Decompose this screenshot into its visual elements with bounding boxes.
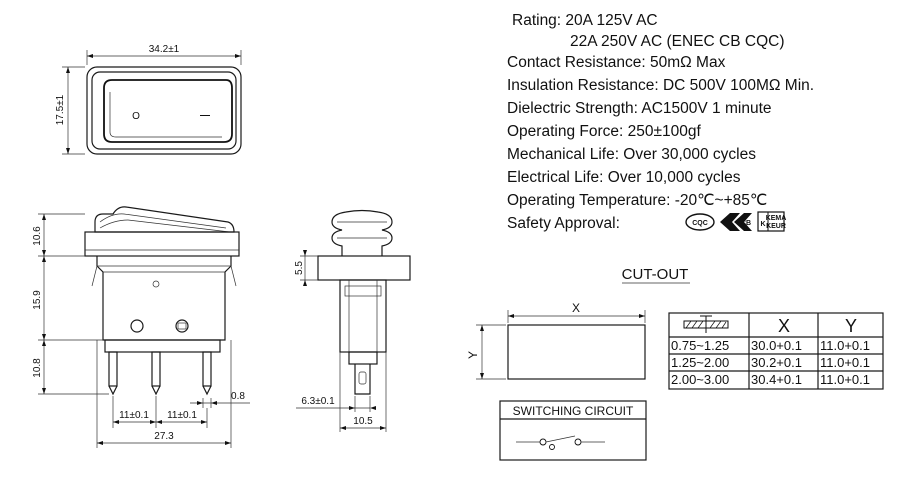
switching-circuit-title: SWITCHING CIRCUIT (513, 404, 634, 418)
svg-text:KEMA: KEMA (766, 215, 787, 222)
top-view-rocker-edge (109, 92, 222, 138)
cutout-table: X Y 0.75~1.25 30.0+0.1 11.0+0.1 1.25~2.0… (668, 312, 884, 390)
side-view-boot (94, 206, 235, 233)
top-view: O — 34.2±1 17.5±1 (55, 44, 242, 155)
cutout: CUT-OUT X Y X (466, 266, 884, 390)
svg-text:K: K (760, 221, 765, 228)
side-view-flange (84, 231, 240, 257)
rivet-left (130, 319, 144, 333)
dim-body-height: 15.9 (32, 290, 43, 310)
table-cell: 11.0+0.1 (820, 338, 870, 353)
end-view-flange (317, 255, 411, 281)
side-view: 10.6 15.9 10.8 0.8 11±0.1 11±0.1 27.3 (32, 206, 250, 448)
spec-mechanical-life: Mechanical Life: Over 30,000 cycles (507, 146, 756, 163)
spec-dielectric-strength: Dielectric Strength: AC1500V 1 minute (507, 100, 772, 117)
dim-body-width: 10.5 (353, 416, 373, 427)
kema-keur-logo: K KEMA KEUR (757, 211, 787, 232)
svg-text:KEUR: KEUR (766, 223, 786, 230)
table-header-x: X (778, 316, 790, 336)
svg-text:CB: CB (741, 220, 751, 227)
terminal-3 (202, 351, 212, 387)
dim-overall-width: 27.3 (154, 431, 174, 442)
terminal-1 (108, 351, 118, 387)
spec-contact-resistance: Contact Resistance: 50mΩ Max (507, 54, 726, 71)
dim-bezel: 5.5 (294, 261, 305, 275)
terminal-2 (151, 351, 161, 387)
dim-pitch-1: 11±0.1 (119, 410, 149, 421)
spec-operating-temperature: Operating Temperature: -20℃~+85℃ (507, 192, 767, 209)
top-view-bezel-inner (91, 71, 237, 150)
table-cell: 2.00~3.00 (671, 372, 729, 387)
table-cell: 11.0+0.1 (820, 372, 870, 387)
spec-rating-2: 22A 250V AC (ENEC CB CQC) (570, 33, 785, 50)
end-view-terminal (354, 364, 371, 395)
end-view-body (339, 279, 387, 353)
dim-terminal-thickness: 0.8 (231, 391, 245, 402)
table-cell: 1.25~2.00 (671, 355, 729, 370)
dim-terminal-height: 10.8 (32, 358, 43, 378)
side-view-body (96, 256, 232, 341)
table-cell: 0.75~1.25 (671, 338, 729, 353)
end-view-boot (331, 209, 393, 256)
panel-thickness-icon (683, 315, 729, 333)
dim-terminal-width: 6.3±0.1 (301, 396, 335, 407)
spec-rating-1: Rating: 20A 125V AC (512, 12, 658, 29)
cutout-label-x: X (572, 301, 580, 315)
symbol-off: O (132, 111, 140, 122)
spec-insulation-resistance: Insulation Resistance: DC 500V 100MΩ Min… (507, 77, 814, 94)
dim-width: 34.2±1 (149, 44, 180, 55)
table-cell: 11.0+0.1 (820, 355, 870, 370)
table-header-y: Y (845, 316, 857, 336)
symbol-on: — (200, 110, 210, 121)
cutout-rect (507, 324, 646, 380)
dim-height: 17.5±1 (55, 94, 66, 125)
spec-operating-force: Operating Force: 250±100gf (507, 123, 701, 140)
specifications: Rating: 20A 125V AC 22A 250V AC (ENEC CB… (507, 12, 814, 232)
end-view: 5.5 6.3±0.1 10.5 (294, 209, 411, 432)
dim-pitch-2: 11±0.1 (167, 410, 197, 421)
dim-top-height: 10.6 (32, 226, 43, 246)
table-cell: 30.0+0.1 (751, 338, 802, 353)
top-view-rocker (103, 79, 233, 143)
cb-logo: CB (720, 213, 752, 231)
switching-circuit-box (499, 400, 647, 461)
table-cell: 30.2+0.1 (751, 355, 802, 370)
spec-electrical-life: Electrical Life: Over 10,000 cycles (507, 169, 741, 186)
table-cell: 30.4+0.1 (751, 372, 802, 387)
top-view-bezel (86, 66, 242, 155)
rivet-right (175, 319, 189, 333)
svg-text:CQC: CQC (692, 220, 708, 227)
cqc-logo: CQC (685, 213, 715, 231)
cutout-title: CUT-OUT (622, 266, 689, 283)
cutout-label-y: Y (466, 351, 480, 359)
spec-safety-approval: Safety Approval: (507, 215, 620, 232)
switching-circuit: SWITCHING CIRCUIT (499, 400, 647, 461)
switch-symbol-icon (516, 435, 605, 450)
